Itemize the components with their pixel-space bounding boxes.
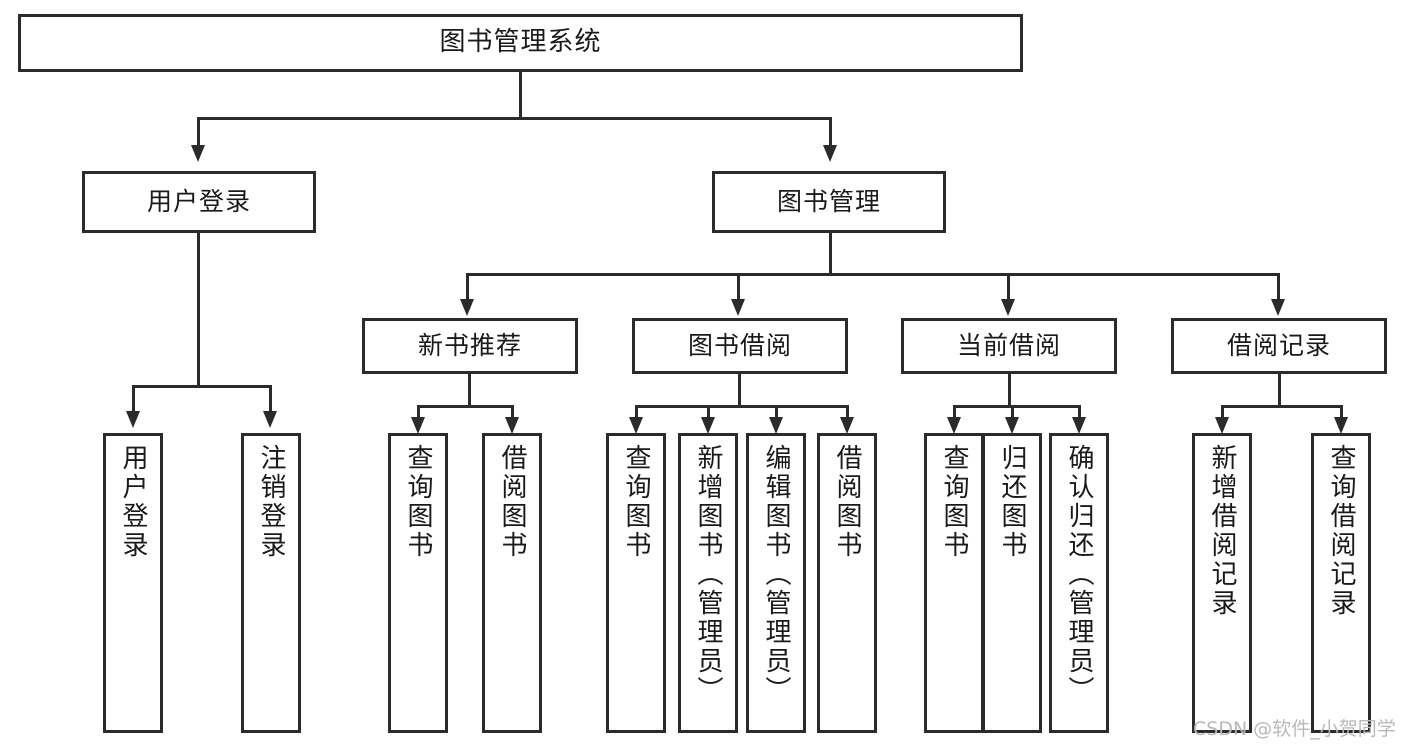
arrowhead-borrow-record-to-leaf-1 xyxy=(1215,417,1229,434)
connector-borrow-record-stem xyxy=(1278,374,1281,405)
node-book-management[interactable]: 图书管理 xyxy=(712,171,946,233)
arrowhead-user-login-to-leaf-1 xyxy=(126,411,140,428)
arrowhead-book-manage-to-l3-1 xyxy=(460,299,474,316)
leaf-borrow-record-query[interactable]: 查询借阅记录 xyxy=(1311,433,1371,733)
connector-current-borrow-bus xyxy=(953,405,1081,408)
leaf-book-borrow-query[interactable]: 查询图书 xyxy=(606,433,666,733)
connector-book-borrow-to-leaf-2 xyxy=(707,405,710,419)
leaf-current-borrow-query[interactable]: 查询图书 xyxy=(924,433,984,733)
connector-current-borrow-to-leaf-1 xyxy=(953,405,956,419)
connector-book-manage-bus xyxy=(466,273,1280,276)
arrowhead-book-manage-to-l3-4 xyxy=(1271,299,1285,316)
csdn-watermark: CSDN @软件_小贺同学 xyxy=(1193,718,1396,740)
connector-root-bus xyxy=(198,117,832,120)
node-label: 用户登录 xyxy=(146,186,251,216)
node-label: 查询图书 xyxy=(621,444,651,560)
node-new-book-recommend[interactable]: 新书推荐 xyxy=(362,318,578,374)
connector-user-login-bus xyxy=(132,385,269,388)
node-label: 确认归还（管理员） xyxy=(1064,444,1094,705)
node-label: 查询图书 xyxy=(403,444,433,560)
connector-book-borrow-to-leaf-3 xyxy=(775,405,778,419)
arrowhead-root-to-user-login xyxy=(191,145,205,162)
leaf-book-borrow-borrow[interactable]: 借阅图书 xyxy=(817,433,877,733)
connector-new-book-to-leaf-1 xyxy=(417,405,420,419)
node-label: 图书管理 xyxy=(776,186,881,216)
leaf-new-book-borrow[interactable]: 借阅图书 xyxy=(482,433,542,733)
leaf-user-login-login[interactable]: 用户登录 xyxy=(103,433,163,733)
connector-new-book-bus xyxy=(417,405,514,408)
node-label: 用户登录 xyxy=(118,444,148,560)
node-label: 图书管理系统 xyxy=(439,27,602,58)
node-label: 借阅记录 xyxy=(1226,330,1331,360)
node-label: 新增借阅记录 xyxy=(1207,444,1237,618)
arrowhead-root-to-book-manage xyxy=(823,145,837,162)
node-label: 查询借阅记录 xyxy=(1326,444,1356,618)
connector-book-manage-stem xyxy=(829,233,832,273)
arrowhead-current-borrow-to-leaf-2 xyxy=(1005,417,1019,434)
node-label: 当前借阅 xyxy=(956,330,1061,360)
connector-borrow-record-to-leaf-1 xyxy=(1221,405,1224,419)
connector-new-book-stem xyxy=(468,374,471,405)
connector-book-borrow-to-leaf-4 xyxy=(846,405,849,419)
leaf-user-login-logout[interactable]: 注销登录 xyxy=(241,433,301,733)
connector-book-manage-to-l3-1 xyxy=(466,273,469,301)
node-label: 归还图书 xyxy=(997,444,1027,560)
connector-book-manage-to-l3-4 xyxy=(1277,273,1280,301)
node-book-borrow[interactable]: 图书借阅 xyxy=(632,318,848,374)
node-root-library-system[interactable]: 图书管理系统 xyxy=(18,14,1023,72)
connector-book-borrow-to-leaf-1 xyxy=(635,405,638,419)
arrowhead-user-login-to-leaf-2 xyxy=(263,411,277,428)
node-label: 新书推荐 xyxy=(417,330,522,360)
node-current-borrow[interactable]: 当前借阅 xyxy=(901,318,1117,374)
connector-user-login-to-leaf-1 xyxy=(132,385,135,413)
connector-root-stem xyxy=(519,72,522,117)
node-label: 借阅图书 xyxy=(832,444,862,560)
node-label: 编辑图书（管理员） xyxy=(761,444,791,705)
node-borrow-record[interactable]: 借阅记录 xyxy=(1171,318,1387,374)
leaf-borrow-record-add[interactable]: 新增借阅记录 xyxy=(1192,433,1252,733)
arrowhead-book-borrow-to-leaf-3 xyxy=(769,417,783,434)
connector-root-to-user-login xyxy=(197,117,200,147)
node-label: 图书借阅 xyxy=(687,330,792,360)
connector-book-borrow-bus xyxy=(635,405,849,408)
leaf-current-borrow-confirm-return[interactable]: 确认归还（管理员） xyxy=(1049,433,1109,733)
arrowhead-book-manage-to-l3-3 xyxy=(1001,299,1015,316)
connector-book-borrow-stem xyxy=(738,374,741,405)
node-label: 新增图书（管理员） xyxy=(693,444,723,705)
connector-root-to-book-manage xyxy=(829,117,832,147)
connector-book-manage-to-l3-2 xyxy=(737,273,740,301)
connector-book-manage-to-l3-3 xyxy=(1007,273,1010,301)
node-label: 借阅图书 xyxy=(497,444,527,560)
arrowhead-book-borrow-to-leaf-1 xyxy=(629,417,643,434)
arrowhead-new-book-to-leaf-1 xyxy=(411,417,425,434)
node-user-login[interactable]: 用户登录 xyxy=(82,171,316,233)
connector-current-borrow-to-leaf-3 xyxy=(1078,405,1081,419)
node-label: 查询图书 xyxy=(939,444,969,560)
arrowhead-borrow-record-to-leaf-2 xyxy=(1334,417,1348,434)
leaf-book-borrow-add[interactable]: 新增图书（管理员） xyxy=(678,433,738,733)
connector-user-login-to-leaf-2 xyxy=(269,385,272,413)
connector-new-book-to-leaf-2 xyxy=(511,405,514,419)
arrowhead-book-manage-to-l3-2 xyxy=(731,299,745,316)
arrowhead-new-book-to-leaf-2 xyxy=(505,417,519,434)
connector-borrow-record-to-leaf-2 xyxy=(1340,405,1343,419)
arrowhead-book-borrow-to-leaf-4 xyxy=(840,417,854,434)
node-label: 注销登录 xyxy=(256,444,286,560)
leaf-new-book-query[interactable]: 查询图书 xyxy=(388,433,448,733)
arrowhead-current-borrow-to-leaf-3 xyxy=(1072,417,1086,434)
arrowhead-current-borrow-to-leaf-1 xyxy=(947,417,961,434)
arrowhead-book-borrow-to-leaf-2 xyxy=(701,417,715,434)
connector-user-login-stem xyxy=(197,233,200,385)
connector-current-borrow-to-leaf-2 xyxy=(1011,405,1014,419)
leaf-book-borrow-edit[interactable]: 编辑图书（管理员） xyxy=(746,433,806,733)
connector-current-borrow-stem xyxy=(1008,374,1011,405)
leaf-current-borrow-return[interactable]: 归还图书 xyxy=(982,433,1042,733)
connector-borrow-record-bus xyxy=(1221,405,1343,408)
